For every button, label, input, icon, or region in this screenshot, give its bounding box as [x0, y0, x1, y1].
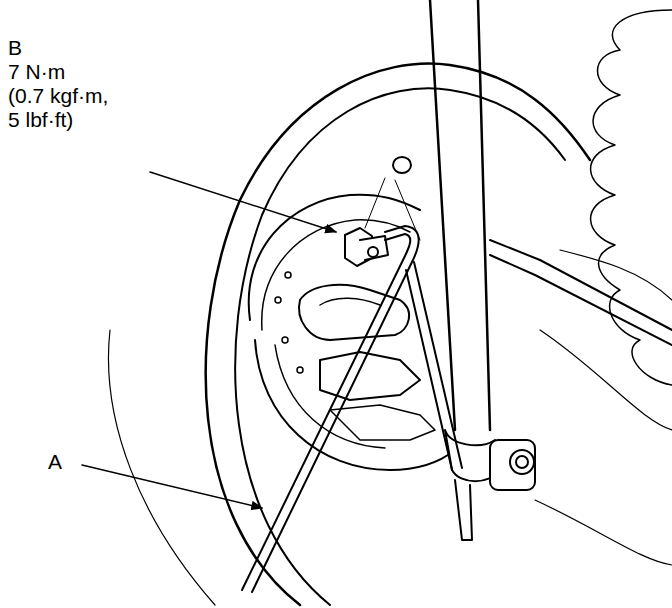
- leader-line: [150, 172, 336, 232]
- tire-arc: [108, 330, 215, 605]
- strut-bushing: [490, 440, 535, 490]
- torque-spec: 7 N·m: [8, 60, 65, 84]
- brake-pipe: [242, 234, 410, 590]
- callout-letter: B: [8, 36, 22, 60]
- torque-spec: 5 lbf·ft): [8, 108, 73, 132]
- wheel-rim-inner: [235, 88, 565, 605]
- brake-shoe: [320, 352, 420, 400]
- strut: [430, 0, 455, 430]
- backing-plate: [249, 195, 420, 320]
- bleeder-cap: [393, 157, 411, 173]
- wheel-rim: [206, 64, 590, 605]
- leader-line: [82, 465, 262, 508]
- callout-letter: A: [48, 450, 62, 474]
- boot-bellows: [591, 10, 672, 385]
- torque-spec: (0.7 kgf·m,: [8, 84, 108, 108]
- hub: [299, 285, 409, 340]
